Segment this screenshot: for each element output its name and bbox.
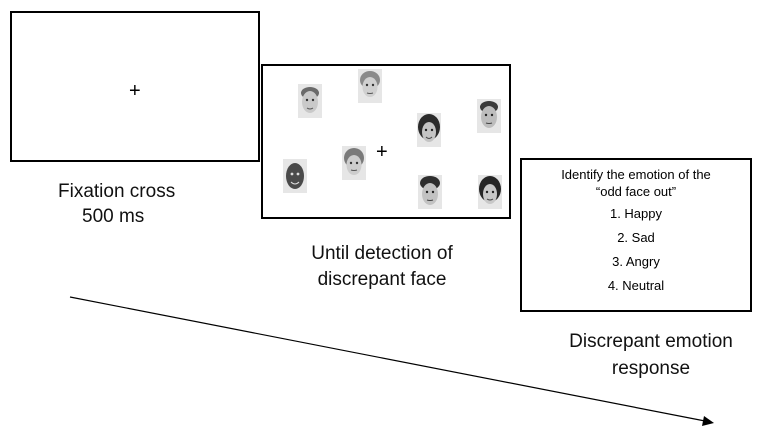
response-prompt: “odd face out” (595, 184, 677, 199)
face-image (478, 175, 502, 209)
face-image (418, 175, 442, 209)
response-option: 3. Angry (612, 254, 660, 269)
face-array-screen: + (261, 64, 511, 219)
response-caption: response (611, 358, 691, 379)
response-caption: Discrepant emotion (569, 331, 733, 352)
response-option: 1. Happy (609, 206, 663, 221)
face-image (358, 69, 382, 103)
face-image (417, 113, 441, 147)
fixation-screen: + (10, 11, 260, 162)
fixation-duration: 500 ms (82, 206, 145, 227)
face-image (477, 99, 501, 133)
response-option: 4. Neutral (607, 278, 665, 293)
face-image (283, 159, 307, 193)
response-prompt: Identify the emotion of the (561, 167, 711, 182)
response-option: 2. Sad (617, 230, 655, 245)
fixation-cross: + (376, 141, 388, 163)
face-image (298, 84, 322, 118)
fixation-caption: Fixation cross (58, 181, 176, 202)
face-image (342, 146, 366, 180)
face-array-caption: discrepant face (317, 269, 447, 290)
face-array-caption: Until detection of (311, 243, 453, 264)
response-screen: Identify the emotion of the “odd face ou… (520, 158, 752, 312)
fixation-cross: + (129, 80, 141, 102)
